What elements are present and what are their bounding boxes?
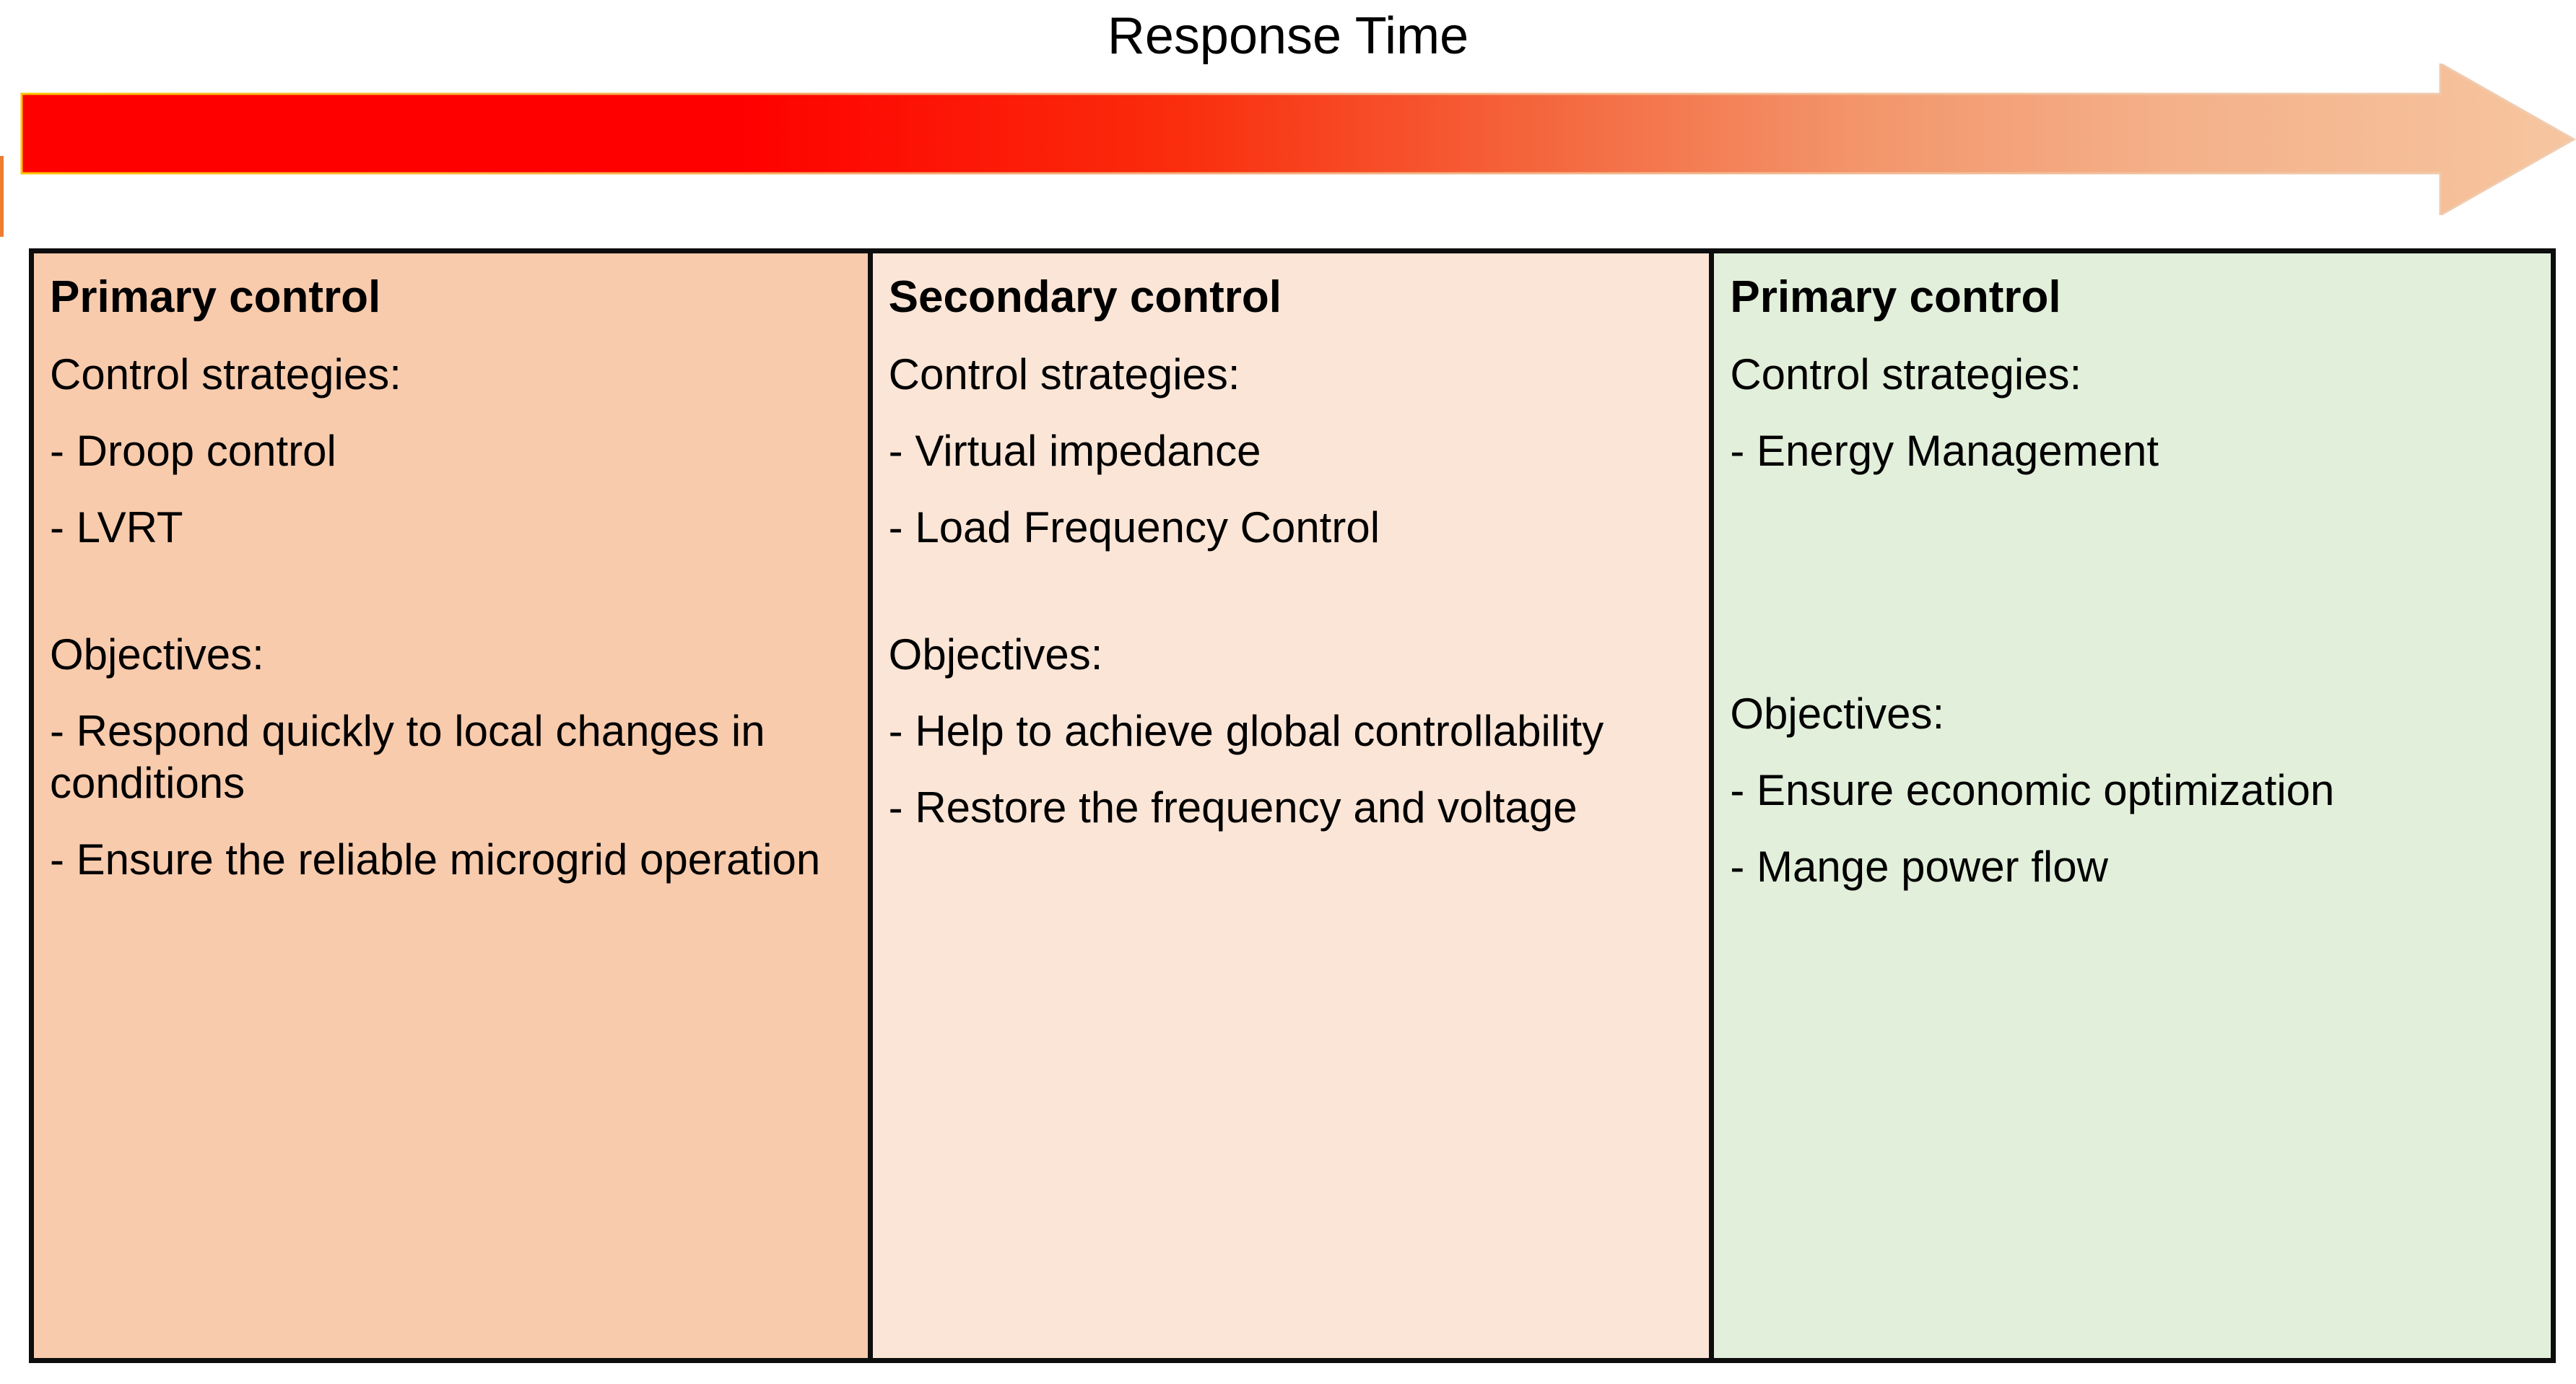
section-spacer xyxy=(50,578,849,629)
section-spacer xyxy=(889,578,1691,629)
arrow-shape-icon xyxy=(20,64,2576,215)
objective-item: - Ensure the reliable microgrid operatio… xyxy=(50,835,821,884)
strategy-item: - Energy Management xyxy=(1730,427,2159,475)
strategies-label: Control strategies: xyxy=(888,350,1240,399)
control-levels-table: Primary control Control strategies: - Dr… xyxy=(29,248,2556,1363)
objective-item: - Help to achieve global controllability xyxy=(888,707,1604,755)
strategy-item: - Droop control xyxy=(50,427,336,475)
strategies-label: Control strategies: xyxy=(1730,350,2082,399)
table-column-primary-control: Primary control Control strategies: - Dr… xyxy=(34,253,873,1358)
objective-item: - Ensure economic optimization xyxy=(1730,766,2335,814)
arrow-left-stub xyxy=(0,156,4,237)
objective-item: - Mange power flow xyxy=(1730,843,2108,891)
objective-item: - Restore the frequency and voltage xyxy=(888,783,1578,832)
response-time-arrow xyxy=(0,64,2576,237)
objectives-label: Objectives: xyxy=(888,630,1103,679)
objectives-label: Objectives: xyxy=(50,630,264,679)
objective-item: - Respond quickly to local changes in co… xyxy=(50,707,765,807)
strategy-item: - LVRT xyxy=(50,503,183,552)
section-spacer xyxy=(1730,502,2532,688)
page-title: Response Time xyxy=(1107,7,1469,65)
strategy-item: - Virtual impedance xyxy=(888,427,1261,475)
table-column-secondary-control: Secondary control Control strategies: - … xyxy=(872,253,1715,1358)
column-header: Primary control xyxy=(1730,272,2061,322)
strategy-item: - Load Frequency Control xyxy=(888,503,1380,552)
column-header: Secondary control xyxy=(888,272,1282,322)
table-column-tertiary-control: Primary control Control strategies: - En… xyxy=(1714,253,2551,1358)
strategies-label: Control strategies: xyxy=(50,350,401,399)
objectives-label: Objectives: xyxy=(1730,689,1945,738)
column-header: Primary control xyxy=(50,272,381,322)
